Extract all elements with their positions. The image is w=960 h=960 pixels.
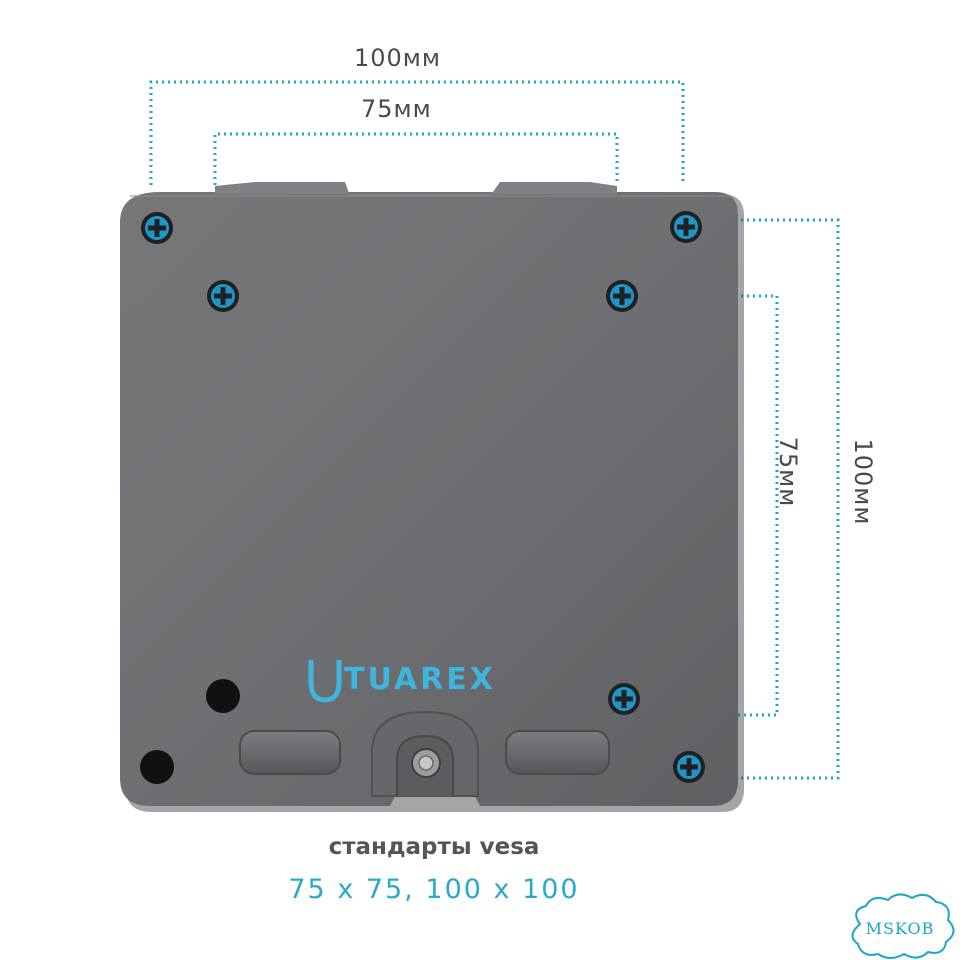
dimension-label-top-inner: 75мм	[361, 95, 432, 123]
screw-icon	[670, 211, 702, 243]
dim-line-top-inner	[213, 132, 619, 185]
stamp-cloud	[851, 893, 955, 959]
dimension-lines	[149, 80, 840, 780]
screw-icon	[606, 280, 638, 312]
mounting-plate	[120, 192, 738, 806]
dimension-label-side-inner: 75мм	[774, 436, 802, 508]
screw-icon	[141, 212, 173, 244]
screw-icon	[207, 280, 239, 312]
dimension-label-top-outer: 100мм	[354, 44, 442, 72]
rubber-pad	[239, 730, 341, 775]
brand-logo-text: TUAREX	[344, 662, 496, 697]
screw-icon	[608, 683, 640, 715]
dim-line-side-inner	[735, 294, 779, 717]
screw-icons	[141, 211, 705, 783]
mounting-hole	[206, 679, 240, 713]
watermark-stamp: MSKOB	[865, 919, 935, 938]
rubber-pad	[505, 730, 610, 775]
caption-title: стандарты vesa	[328, 834, 540, 860]
brand-logo-icon	[308, 660, 342, 703]
mounting-hole	[140, 750, 174, 784]
dimension-label-side-outer: 100мм	[849, 438, 877, 526]
screw-icon	[673, 751, 705, 783]
caption-values: 75 x 75, 100 x 100	[288, 874, 580, 905]
